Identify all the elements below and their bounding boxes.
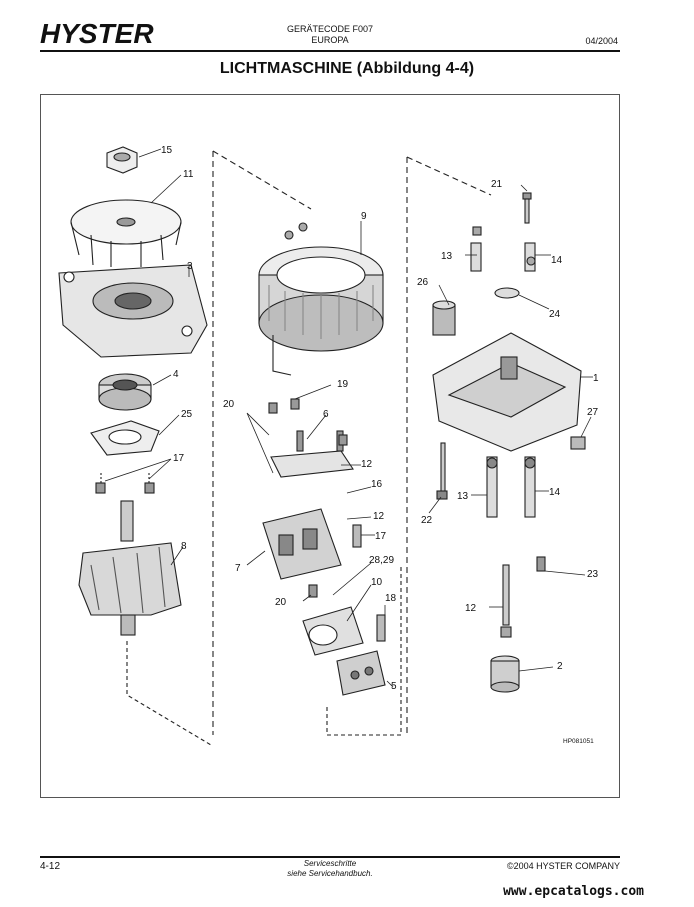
callout-19: 19 (337, 379, 349, 390)
hyster-logo: HYSTER (40, 18, 154, 48)
callout-8: 8 (181, 541, 187, 552)
callout-12-middle: 12 (373, 511, 385, 522)
callout-20-lower: 20 (275, 597, 287, 608)
callout-6: 6 (323, 409, 329, 420)
hyster-logo-text: HYSTER (40, 18, 154, 48)
callout-4: 4 (173, 369, 179, 380)
part-terminal-set-upper (470, 226, 536, 272)
alternator-exploded-drawing: 15 11 3 4 25 17 8 9 20 19 6 12 16 12 17 … (58, 145, 599, 746)
callout-12-upper: 12 (361, 459, 373, 470)
part-through-bolt (436, 442, 448, 500)
figure-reference: HP081051 (563, 738, 594, 745)
callout-13-lower: 13 (457, 491, 469, 502)
equipment-code-line1: GERÄTECODE F007 (286, 24, 374, 34)
part-regulator (302, 606, 364, 656)
callout-18: 18 (385, 593, 397, 604)
callout-14-upper: 14 (551, 255, 563, 266)
part-screws (95, 473, 155, 494)
callout-5: 5 (391, 681, 397, 692)
part-sleeve (432, 300, 456, 336)
part-bearing (98, 373, 152, 411)
part-fan (70, 199, 182, 267)
callout-2: 2 (557, 661, 563, 672)
callout-21: 21 (491, 179, 503, 190)
issue-date: 04/2004 (585, 36, 618, 46)
callout-10: 10 (371, 577, 383, 588)
part-bushing (490, 655, 520, 693)
part-middle-screws (268, 398, 386, 642)
callout-28-29: 28,29 (369, 555, 394, 566)
callout-11: 11 (183, 169, 194, 180)
callout-24: 24 (549, 309, 561, 320)
service-note-line1: Serviceschritte (303, 859, 357, 868)
callout-26: 26 (417, 277, 429, 288)
copyright: ©2004 HYSTER COMPANY (507, 861, 620, 871)
part-washer (494, 287, 520, 299)
part-bolt (522, 192, 532, 224)
part-nut (106, 146, 138, 174)
callout-23: 23 (587, 569, 599, 580)
website-watermark: www.epcatalogs.com (503, 884, 644, 899)
equipment-code: GERÄTECODE F007 EUROPA (240, 24, 420, 46)
part-retainer-plate (90, 420, 160, 456)
callout-leaders (104, 148, 593, 688)
service-note: Serviceschritte siehe Servicehandbuch. (240, 859, 420, 879)
header-rule (40, 50, 620, 52)
callout-15: 15 (161, 145, 173, 156)
part-brush-holder (262, 508, 342, 580)
equipment-code-line2: EUROPA (311, 35, 349, 45)
part-terminal-stud (500, 564, 512, 638)
part-terminal-plate (336, 650, 386, 696)
callout-14-lower: 14 (549, 487, 561, 498)
callout-20-upper: 20 (223, 399, 235, 410)
footer-rule (40, 856, 620, 858)
callout-16: 16 (371, 479, 383, 490)
part-rotor (78, 500, 182, 636)
service-note-line2: siehe Servicehandbuch. (287, 869, 373, 878)
callout-1: 1 (593, 373, 599, 384)
callout-22: 22 (421, 515, 433, 526)
callout-3: 3 (187, 261, 193, 272)
callout-17-left: 17 (173, 453, 185, 464)
part-cap (570, 436, 586, 450)
part-stator (258, 222, 384, 376)
callout-25: 25 (181, 409, 193, 420)
part-front-housing (58, 264, 208, 358)
callout-17-middle: 17 (375, 531, 387, 542)
callout-9: 9 (361, 211, 367, 222)
part-rear-housing (432, 332, 582, 452)
callout-27: 27 (587, 407, 599, 418)
callout-7: 7 (235, 563, 241, 574)
page-title: LICHTMASCHINE (Abbildung 4-4) (219, 60, 475, 77)
callout-13-upper: 13 (441, 251, 453, 262)
callout-12-lower: 12 (465, 603, 477, 614)
part-screw (536, 556, 546, 572)
exploded-view-figure: 15 11 3 4 25 17 8 9 20 19 6 12 16 12 17 … (40, 94, 620, 798)
part-terminal-set-lower (486, 456, 536, 518)
page-number: 4-12 (40, 861, 61, 872)
